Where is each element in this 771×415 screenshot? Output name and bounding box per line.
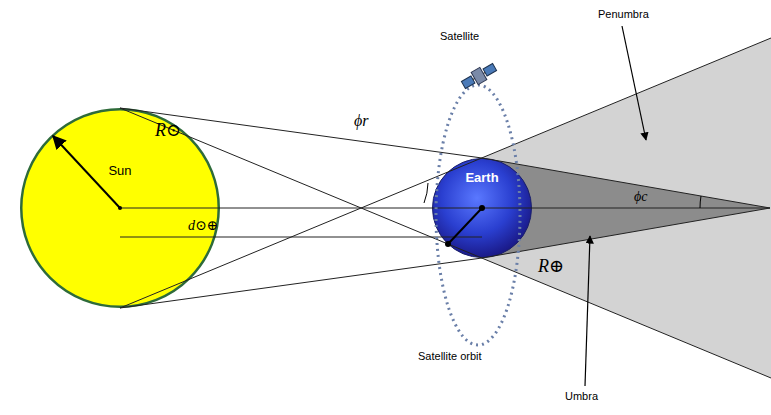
node-name: Earth	[432, 170, 532, 185]
earth-center-dot	[479, 205, 485, 211]
distance-line	[120, 237, 482, 238]
sun-earth-axis	[120, 208, 770, 209]
distance-symbol: d⊙⊕	[188, 218, 218, 234]
earth-radius-symbol: R⊕	[536, 256, 566, 277]
penumbra-pointer	[622, 26, 646, 140]
umbra-label: Umbra	[565, 390, 598, 403]
umbra-tangent-line	[120, 108, 770, 208]
angle-symbol: ϕc	[632, 189, 649, 205]
sun-circle-outline	[20, 108, 220, 308]
umbra-pointer	[585, 236, 590, 386]
orbit-label: Satellite orbit	[418, 350, 482, 363]
penumbra-tangent-line	[120, 38, 771, 308]
penumbra-tangent-line	[120, 108, 771, 378]
phi-c-angle-arc	[700, 196, 701, 208]
earth-circle-shape	[433, 159, 532, 258]
sun-circle: Sun	[20, 108, 220, 308]
sun-radius-arrow	[53, 136, 120, 208]
umbra-tangent-line	[120, 208, 770, 308]
penumbra-label: Penumbra	[598, 8, 649, 21]
earth-radius-line	[448, 208, 482, 244]
satellite-orbit	[436, 85, 520, 345]
phi-r-angle-arc	[424, 183, 428, 203]
sun-radius-symbol: R⊙	[155, 120, 181, 141]
node-name: Sun	[20, 163, 220, 178]
sun-circle-shape	[21, 109, 219, 307]
earth-radius-dot	[445, 241, 451, 247]
earth-circle: Earth	[432, 158, 532, 258]
angle-symbol: ϕr	[352, 112, 371, 130]
satellite-label: Satellite	[440, 30, 479, 43]
sun-center-dot	[118, 206, 122, 210]
satellite-icon	[460, 61, 498, 91]
